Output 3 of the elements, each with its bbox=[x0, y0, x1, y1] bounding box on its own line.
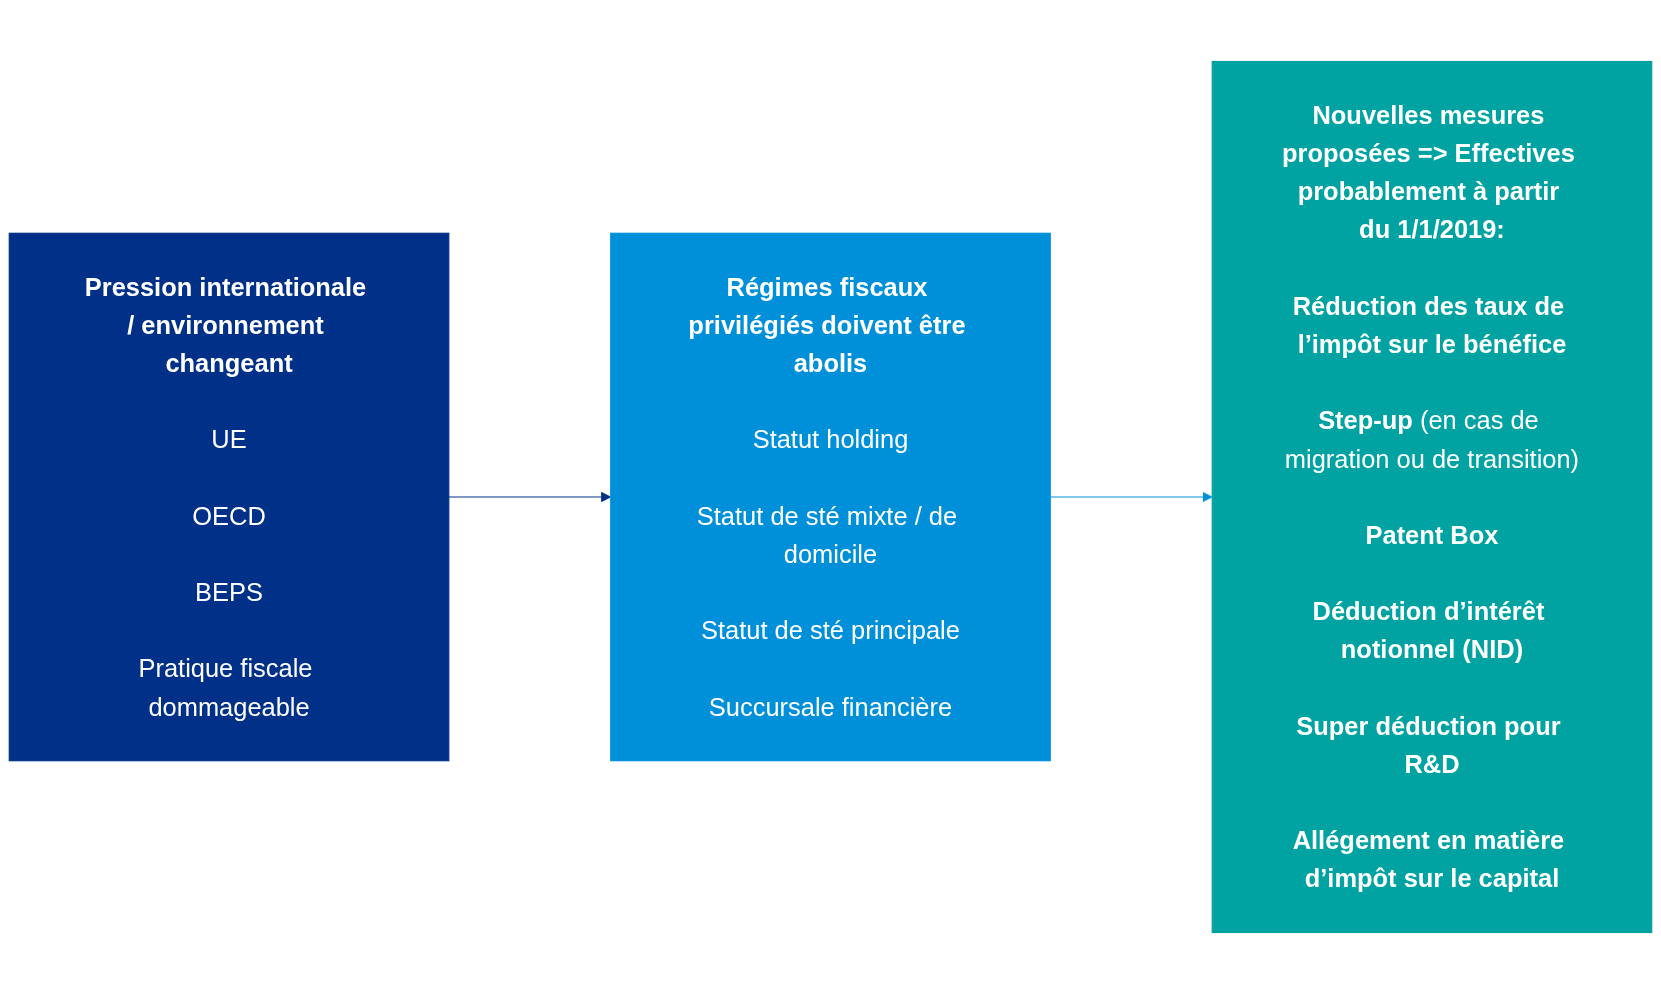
node-box: Nouvelles mesures proposées => Effectives probablement à partir du 1/1/2019: Réduction des taux de l’impôt sur le bénéfice Step-up (en cas de migration ou de transition) Patent Box Déduction d’intérêt notionnel (NID) Super déduction pour R&D Allégement en matière d’impôt sur le capital bbox=[1211, 60, 1653, 934]
node-box: Pression internationale / environnement changeant UE OECD BEPS Pratique fiscale dommageable bbox=[8, 232, 450, 762]
node-box: Régimes fiscaux privilégiés doivent être abolis Statut holding Statut de sté mixte / de domicile Statut de sté principale Succursale financière bbox=[610, 232, 1051, 762]
